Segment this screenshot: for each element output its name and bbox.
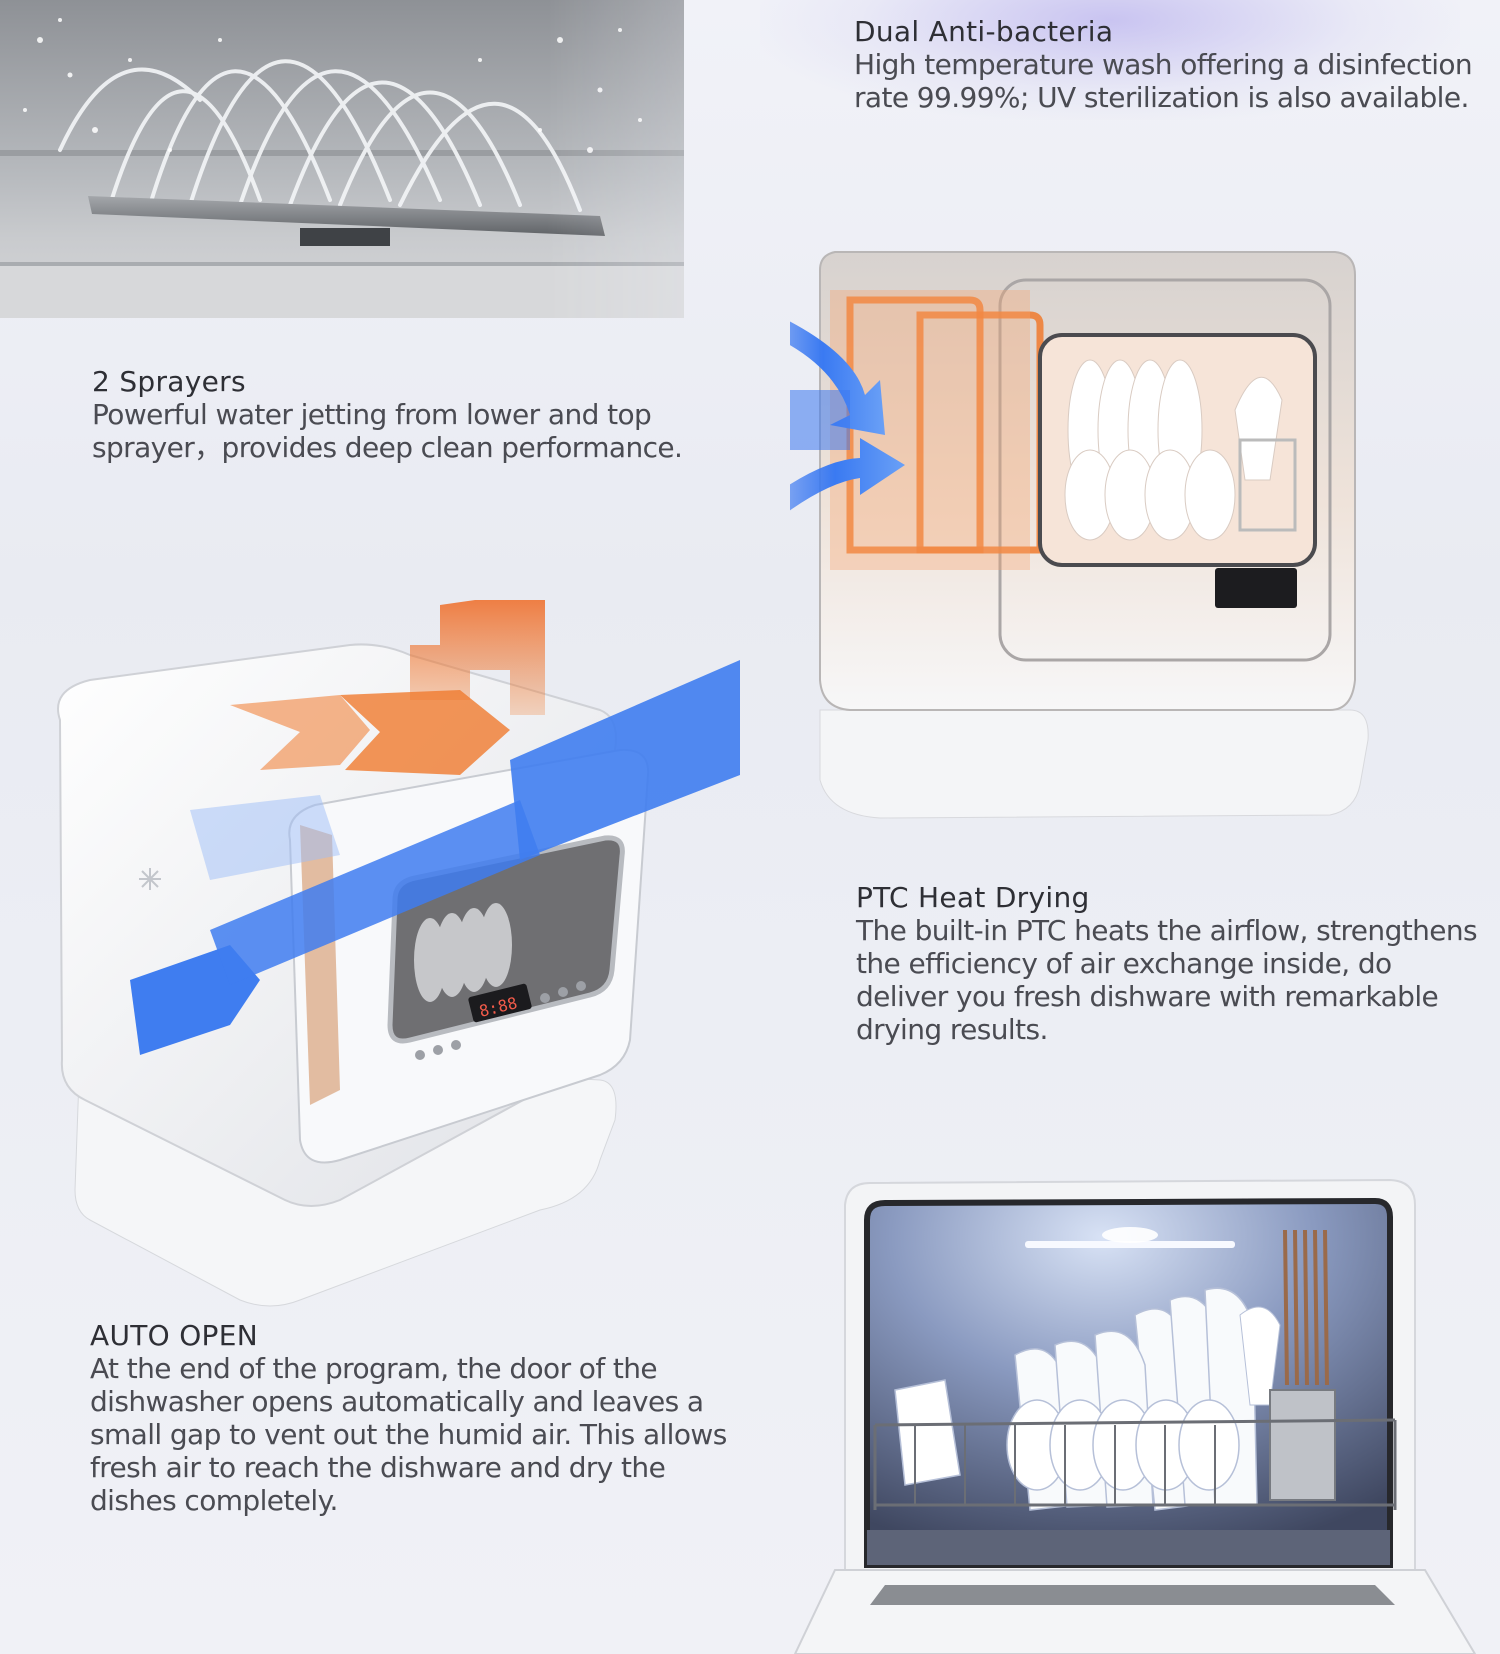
feature-description-line: dishes completely. [90, 1484, 338, 1517]
feature-description-line: sprayer，provides deep clean performance. [92, 431, 683, 464]
auto-open-dishwasher-photo: 8:88 [40, 600, 750, 1320]
sprayer-water-jets-photo [0, 0, 684, 318]
feature-sprayers: 2 Sprayers Powerful water jetting from l… [92, 365, 683, 465]
feature-title: PTC Heat Drying [856, 881, 1090, 914]
feature-description-line: At the end of the program, the door of t… [90, 1352, 658, 1385]
ptc-heat-dishwasher-photo [790, 240, 1450, 860]
feature-description-line: The built-in PTC heats the airflow, stre… [856, 914, 1478, 947]
feature-auto-open: AUTO OPEN At the end of the program, the… [90, 1319, 727, 1518]
feature-description-line: the efficiency of air exchange inside, d… [856, 947, 1392, 980]
feature-description-line: Powerful water jetting from lower and to… [92, 398, 652, 431]
feature-title: 2 Sprayers [92, 365, 246, 398]
open-dishwasher-interior-photo [775, 1175, 1500, 1654]
feature-description-line: fresh air to reach the dishware and dry … [90, 1451, 666, 1484]
feature-description-line: small gap to vent out the humid air. Thi… [90, 1418, 727, 1451]
feature-title: Dual Anti-bacteria [854, 15, 1114, 48]
feature-description-line: deliver you fresh dishware with remarkab… [856, 980, 1439, 1013]
feature-title: AUTO OPEN [90, 1319, 258, 1352]
feature-description-line: rate 99.99%; UV sterilization is also av… [854, 81, 1469, 114]
top-glow-decoration [760, 0, 1460, 120]
feature-description-line: High temperature wash offering a disinfe… [854, 48, 1473, 81]
feature-anti-bacteria: Dual Anti-bacteria High temperature wash… [854, 15, 1473, 115]
feature-description-line: drying results. [856, 1013, 1048, 1046]
feature-description-line: dishwasher opens automatically and leave… [90, 1385, 704, 1418]
feature-ptc-heat-drying: PTC Heat Drying The built-in PTC heats t… [856, 881, 1478, 1047]
